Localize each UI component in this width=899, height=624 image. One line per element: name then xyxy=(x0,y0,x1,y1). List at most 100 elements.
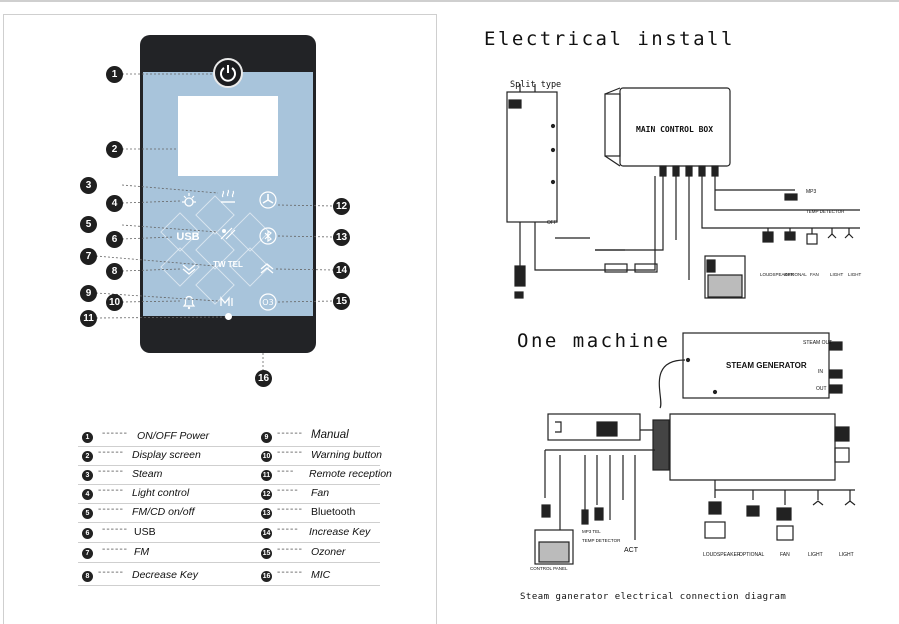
callout-marker: 13 xyxy=(333,229,350,246)
diagram-caption: Steam ganerator electrical connection di… xyxy=(520,592,787,602)
legend-text: FM/CD on/off xyxy=(132,506,195,518)
callout-marker: 4 xyxy=(106,195,123,212)
device-label: OPTIONAL xyxy=(784,272,807,277)
fm-button[interactable]: TW TEL xyxy=(213,260,243,269)
legend-text: Remote reception xyxy=(309,468,392,480)
legend-row: 3------Steam 11----Remote reception xyxy=(78,465,392,485)
fm-cd-icon[interactable] xyxy=(218,225,238,243)
legend-row: 5------FM/CD on/off 13------Bluetooth xyxy=(78,503,380,523)
decrease-key-icon[interactable] xyxy=(180,262,198,276)
legend-text: Display screen xyxy=(132,449,201,461)
callout-marker: 5 xyxy=(80,216,97,233)
callout-marker: 2 xyxy=(106,141,123,158)
fan-icon[interactable] xyxy=(258,190,278,210)
top-device-labels: LOUDSPEAKER OPTIONAL FAN LIGHT LIGHT xyxy=(760,272,864,280)
legend-row: 4------Light control 12-----Fan xyxy=(78,484,380,504)
legend-number: 15 xyxy=(261,548,272,559)
legend-number: 12 xyxy=(261,489,272,500)
callout-marker: 9 xyxy=(80,285,97,302)
legend-text: USB xyxy=(134,526,156,538)
split-type-label: Split type xyxy=(510,80,562,90)
callout-marker: 16 xyxy=(255,370,272,387)
legend-number: 10 xyxy=(261,451,272,462)
device-label: OPTIONAL xyxy=(739,552,765,558)
callout-leaders xyxy=(95,73,334,370)
out-label: OUT xyxy=(816,386,827,392)
legend-number: 1 xyxy=(82,432,93,443)
legend-number: 4 xyxy=(82,489,93,500)
device-label: LIGHT xyxy=(839,552,854,558)
legend-text: MIC xyxy=(311,569,331,581)
callout-marker: 15 xyxy=(333,293,350,310)
split-box-label: OFF xyxy=(547,220,557,226)
act-label: ACT xyxy=(624,547,638,554)
legend-number: 3 xyxy=(82,470,93,481)
legend-row: 1------ON/OFF Power 9------Manual xyxy=(78,427,380,447)
legend-number: 5 xyxy=(82,508,93,519)
legend-text: Decrease Key xyxy=(132,569,198,581)
legend-number: 16 xyxy=(261,571,272,582)
callout-marker: 6 xyxy=(106,231,123,248)
device-label: FAN xyxy=(810,272,819,277)
legend-text: Fan xyxy=(311,487,330,499)
callout-marker: 14 xyxy=(333,262,350,279)
legend-number: 14 xyxy=(261,528,272,539)
light-icon[interactable] xyxy=(180,192,198,210)
device-label: LOUDSPEAKER xyxy=(760,272,794,277)
power-icon xyxy=(220,65,236,82)
legend-text: Increase Key xyxy=(309,526,371,538)
legend-number: 9 xyxy=(261,432,272,443)
legend-row: 7------FM 15------Ozoner xyxy=(78,543,380,563)
svg-text:O3: O3 xyxy=(262,298,273,307)
legend-text: FM xyxy=(134,546,150,558)
mp3-label: MP3 xyxy=(806,189,817,195)
manual-icon[interactable] xyxy=(218,294,238,310)
device-label: FAN xyxy=(780,552,790,558)
split-type-wiring-diagram xyxy=(506,84,860,299)
warning-bell-icon[interactable] xyxy=(180,294,198,310)
bottom-device-labels: LOUDSPEAKER OPTIONAL FAN LIGHT LIGHT xyxy=(703,552,863,560)
callout-marker: 11 xyxy=(80,310,97,327)
legend-text: Steam xyxy=(132,468,163,480)
legend-number: 13 xyxy=(261,508,272,519)
callout-marker: 8 xyxy=(106,263,123,280)
legend-row: 8------Decrease Key 16------MIC xyxy=(78,566,380,586)
ozone-icon[interactable]: O3 xyxy=(258,292,278,312)
legend-text: Warning button xyxy=(311,449,383,461)
legend-number: 2 xyxy=(82,451,93,462)
legend-number: 6 xyxy=(82,528,93,539)
legend-text: Bluetooth xyxy=(311,506,356,518)
legend-row: 6------USB 14-----Increase Key xyxy=(78,523,380,543)
display-screen xyxy=(178,96,278,176)
legend-text: Light control xyxy=(132,487,190,499)
one-machine-title: One machine xyxy=(517,330,671,352)
legend-text: ON/OFF Power xyxy=(137,430,210,442)
mp3-tel-label: MP3 TEL xyxy=(582,529,601,534)
remote-receiver xyxy=(225,313,232,320)
temp-detector-label: TEMP DETECTOR xyxy=(806,209,845,214)
callout-marker: 10 xyxy=(106,294,123,311)
device-label: LIGHT xyxy=(848,272,862,277)
callout-marker: 1 xyxy=(106,66,123,83)
power-button[interactable] xyxy=(213,58,243,88)
steam-icon[interactable] xyxy=(218,188,238,206)
callout-marker: 7 xyxy=(80,248,97,265)
in-label: IN xyxy=(818,369,823,375)
callout-marker: 12 xyxy=(333,198,350,215)
electrical-install-title: Electrical install xyxy=(484,28,735,50)
steam-out-label: STEAM OUT xyxy=(803,340,833,346)
steam-generator-label: STEAM GENERATOR xyxy=(726,361,807,370)
device-label: LIGHT xyxy=(808,552,823,558)
main-control-box-label: MAIN CONTROL BOX xyxy=(636,125,714,134)
legend-row: 2------Display screen 10------Warning bu… xyxy=(78,446,383,466)
legend-text: Manual xyxy=(311,429,349,441)
usb-button[interactable]: USB xyxy=(176,231,200,243)
legend-text: Ozoner xyxy=(311,546,346,558)
temp-detector-label-bottom: TEMP DETECTOR xyxy=(582,538,621,543)
bluetooth-icon[interactable] xyxy=(258,226,278,246)
one-machine-wiring-diagram xyxy=(534,332,856,565)
legend-number: 11 xyxy=(261,470,272,481)
callout-marker: 3 xyxy=(80,177,97,194)
device-label: LOUDSPEAKER xyxy=(703,552,741,558)
increase-key-icon[interactable] xyxy=(258,262,276,276)
